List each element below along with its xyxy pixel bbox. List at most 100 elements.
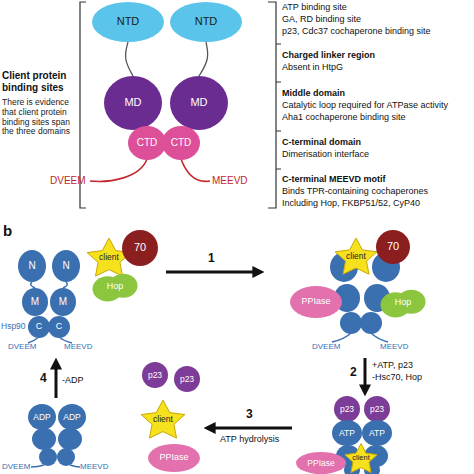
domain-shape xyxy=(58,428,82,450)
domain-shape xyxy=(340,312,362,334)
star-outline xyxy=(141,400,185,438)
oval-outline xyxy=(122,230,158,266)
node-text: MD xyxy=(190,97,207,109)
oval-outline xyxy=(170,76,228,130)
text-holder: M xyxy=(22,288,48,316)
annotation-text: MEEVD xyxy=(380,342,408,351)
node-text: PPIase xyxy=(159,453,188,462)
text-holder: CTD xyxy=(128,126,166,160)
node-text: PPIase xyxy=(301,297,330,306)
text-holder: PPIase xyxy=(148,444,200,472)
cochaperone-circle: 70 xyxy=(122,230,158,266)
domain-oval: CTD xyxy=(162,126,200,160)
node-text: p23 xyxy=(180,375,194,384)
text-holder: p23 xyxy=(142,362,168,388)
annotation-text: Dimerisation interface xyxy=(282,149,369,159)
cycle-arrow xyxy=(364,358,367,388)
hop-shape: Hop xyxy=(92,272,138,302)
annotation-text: DVEEM xyxy=(312,342,340,351)
text-holder: ADP xyxy=(58,404,86,430)
annotation-text: DVEEM xyxy=(2,462,30,471)
node-text: p23 xyxy=(370,405,384,414)
linker-line xyxy=(31,282,35,288)
tail-line xyxy=(332,333,351,342)
cochaperone-circle: 70 xyxy=(376,230,410,264)
domain-shape xyxy=(32,428,56,450)
text-holder: PPIase xyxy=(290,286,342,318)
node-text: N xyxy=(62,261,69,272)
client-star: client xyxy=(334,236,378,276)
node-text: client xyxy=(352,454,370,462)
oval-outline xyxy=(92,2,164,42)
text-holder: C xyxy=(28,316,50,338)
oval-outline xyxy=(142,362,168,388)
node-text: client xyxy=(99,253,119,262)
annotation-text: b xyxy=(3,222,12,239)
cochaperone-circle: p23 xyxy=(174,366,200,392)
client-star: client xyxy=(344,442,378,474)
annotation-text: MEEVD xyxy=(80,462,108,471)
domain-oval: ATP xyxy=(332,420,362,446)
tail-line xyxy=(181,159,210,181)
node-text: NTD xyxy=(117,16,140,28)
cochaperone-circle: p23 xyxy=(142,362,168,388)
annotation-text: +ATP, p23 xyxy=(372,360,413,370)
annotation-text: 2 xyxy=(350,366,357,380)
oval-outline xyxy=(170,2,242,42)
text-holder: MD xyxy=(104,76,162,130)
annotation-text: Aha1 cochaperone binding site xyxy=(282,112,406,122)
node-text: CTD xyxy=(137,138,158,149)
annotation-text: Absent in HtpG xyxy=(282,62,343,72)
node-text: Hop xyxy=(107,282,124,291)
domain-oval: C xyxy=(48,316,70,338)
domain-oval: C xyxy=(28,316,50,338)
node-text: M xyxy=(59,297,67,308)
node-text: C xyxy=(36,322,43,331)
oval-outline xyxy=(334,396,360,422)
node-text: ATP xyxy=(339,429,355,438)
star-outline xyxy=(335,238,377,274)
bracket xyxy=(268,2,276,208)
annotation-text: 1 xyxy=(208,252,215,266)
annotation-text: ATP binding site xyxy=(282,2,347,12)
domain-oval: NTD xyxy=(92,2,164,42)
node-text: N xyxy=(28,261,35,272)
domain-oval: NTD xyxy=(170,2,242,42)
oval-outline xyxy=(376,230,410,264)
text-holder: ADP xyxy=(28,404,56,430)
text-holder: client xyxy=(140,398,186,440)
tail-line xyxy=(90,159,147,181)
domain-oval: CTD xyxy=(128,126,166,160)
tail-line xyxy=(70,465,80,467)
node-text: ATP xyxy=(369,429,385,438)
oval-outline xyxy=(104,76,162,130)
annotation-text: Catalytic loop required for ATPase activ… xyxy=(282,100,448,110)
annotation-text: Including Hop, FKBP51/52, CyP40 xyxy=(282,198,420,208)
text-holder: C xyxy=(48,316,70,338)
text-holder: ATP xyxy=(332,420,362,446)
text-holder: NTD xyxy=(170,2,242,42)
domain-oval: MD xyxy=(104,76,162,130)
oval-outline xyxy=(28,404,56,430)
star-outline xyxy=(345,444,377,473)
text-holder: p23 xyxy=(364,396,390,422)
annotation-text: C-terminal domain xyxy=(282,137,361,147)
node-text: client xyxy=(153,415,173,424)
domain-shape xyxy=(39,448,57,466)
annotation-text: Middle domain xyxy=(282,88,345,98)
annotation-text: 3 xyxy=(246,408,253,422)
domain-oval: ATP xyxy=(362,420,392,446)
annotation-text: DVEEM xyxy=(50,175,86,187)
node-text: client xyxy=(346,252,366,261)
oval-outline xyxy=(52,250,80,282)
text-holder: CTD xyxy=(162,126,200,160)
text-holder: client xyxy=(344,442,378,474)
node-text: MD xyxy=(124,97,141,109)
annotation-text: There is evidence that client protein bi… xyxy=(2,98,76,137)
annotation-text: -ADP xyxy=(62,375,84,385)
node-text: 70 xyxy=(387,241,399,253)
linker-line xyxy=(63,282,67,288)
text-holder: 70 xyxy=(376,230,410,264)
oval-outline xyxy=(18,250,46,282)
text-holder: 70 xyxy=(122,230,158,266)
